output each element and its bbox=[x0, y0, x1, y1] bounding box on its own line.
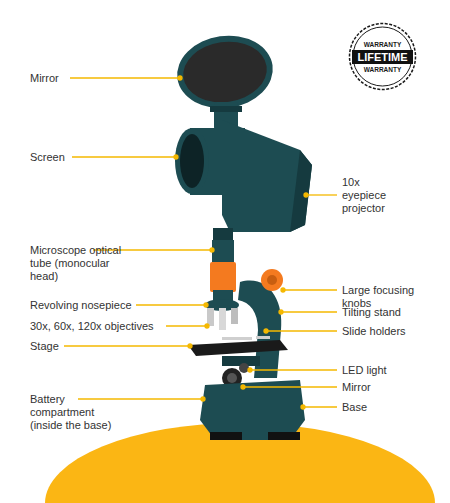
part-label: Stage bbox=[30, 340, 90, 353]
part-label: Slide holders bbox=[342, 325, 442, 338]
badge-ring bbox=[350, 24, 416, 90]
eyepiece-projector bbox=[175, 120, 312, 232]
warranty-badge: WARRANTYLIFETIMEWARRANTY bbox=[348, 22, 417, 91]
part-label: Mirror bbox=[342, 381, 442, 394]
badge-inner-ring bbox=[353, 27, 412, 86]
optical-tube bbox=[210, 228, 236, 302]
focus-knob bbox=[261, 269, 283, 291]
part-label: LED light bbox=[342, 364, 442, 377]
part-label: Tilting stand bbox=[342, 306, 442, 319]
projector-mirror bbox=[172, 30, 277, 130]
part-label: Battery compartment (inside the base) bbox=[30, 393, 125, 432]
badge-banner-text: LIFETIME bbox=[352, 50, 412, 64]
stage bbox=[188, 336, 288, 366]
leader-lines bbox=[64, 76, 337, 409]
part-label: Revolving nosepiece bbox=[30, 299, 140, 312]
part-label: Mirror bbox=[30, 72, 90, 85]
badge-ring-text: WARRANTY bbox=[364, 40, 402, 49]
base bbox=[200, 380, 305, 440]
part-label: Screen bbox=[30, 151, 90, 164]
badge-ring-text: WARRANTY bbox=[364, 65, 402, 74]
yellow-ground bbox=[45, 423, 435, 503]
part-label: 30x, 60x, 120x objectives bbox=[30, 320, 170, 333]
part-label: Microscope optical tube (monocular head) bbox=[30, 244, 125, 283]
part-label: 10x eyepiece projector bbox=[342, 176, 398, 215]
part-label: Base bbox=[342, 401, 442, 414]
nosepiece bbox=[205, 299, 239, 330]
